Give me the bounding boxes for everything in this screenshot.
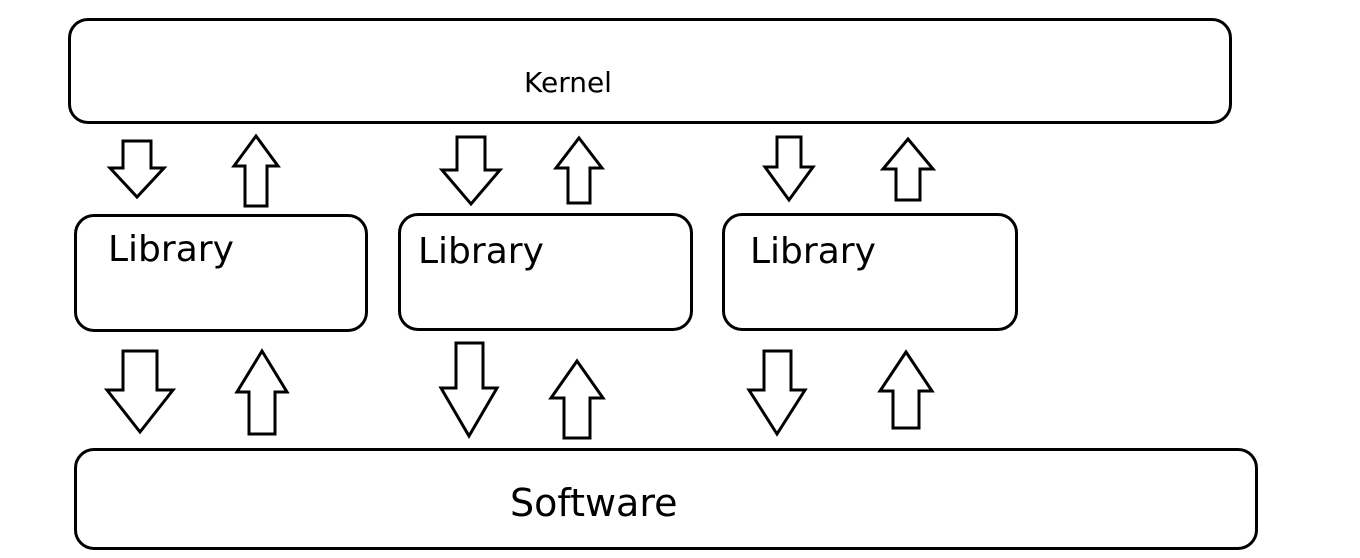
arrow-down-kernel-to-library-3 xyxy=(762,135,816,203)
kernel-box: Kernel xyxy=(68,18,1232,124)
software-label: Software xyxy=(510,481,678,525)
arrow-down-library-2-to-software xyxy=(438,341,500,439)
arrow-down-library-3-to-software xyxy=(746,349,808,437)
arrow-up-software-to-library-1 xyxy=(234,348,290,436)
arrow-up-library-1-to-kernel xyxy=(231,133,281,208)
library-label-1: Library xyxy=(108,229,234,270)
arrow-up-software-to-library-2 xyxy=(548,358,606,440)
arrow-down-kernel-to-library-2 xyxy=(438,135,504,207)
library-box-2: Library xyxy=(398,213,693,331)
arrow-up-library-3-to-kernel xyxy=(879,136,937,202)
arrow-down-library-1-to-software xyxy=(103,349,177,435)
arrow-up-software-to-library-3 xyxy=(877,349,935,430)
arrow-up-library-2-to-kernel xyxy=(552,135,606,205)
library-box-3: Library xyxy=(722,213,1018,331)
library-label-2: Library xyxy=(418,231,544,272)
software-box: Software xyxy=(74,448,1258,550)
arrow-down-kernel-to-library-1 xyxy=(106,139,168,200)
kernel-label: Kernel xyxy=(524,66,612,99)
library-box-1: Library xyxy=(74,214,368,332)
library-label-3: Library xyxy=(750,231,876,272)
